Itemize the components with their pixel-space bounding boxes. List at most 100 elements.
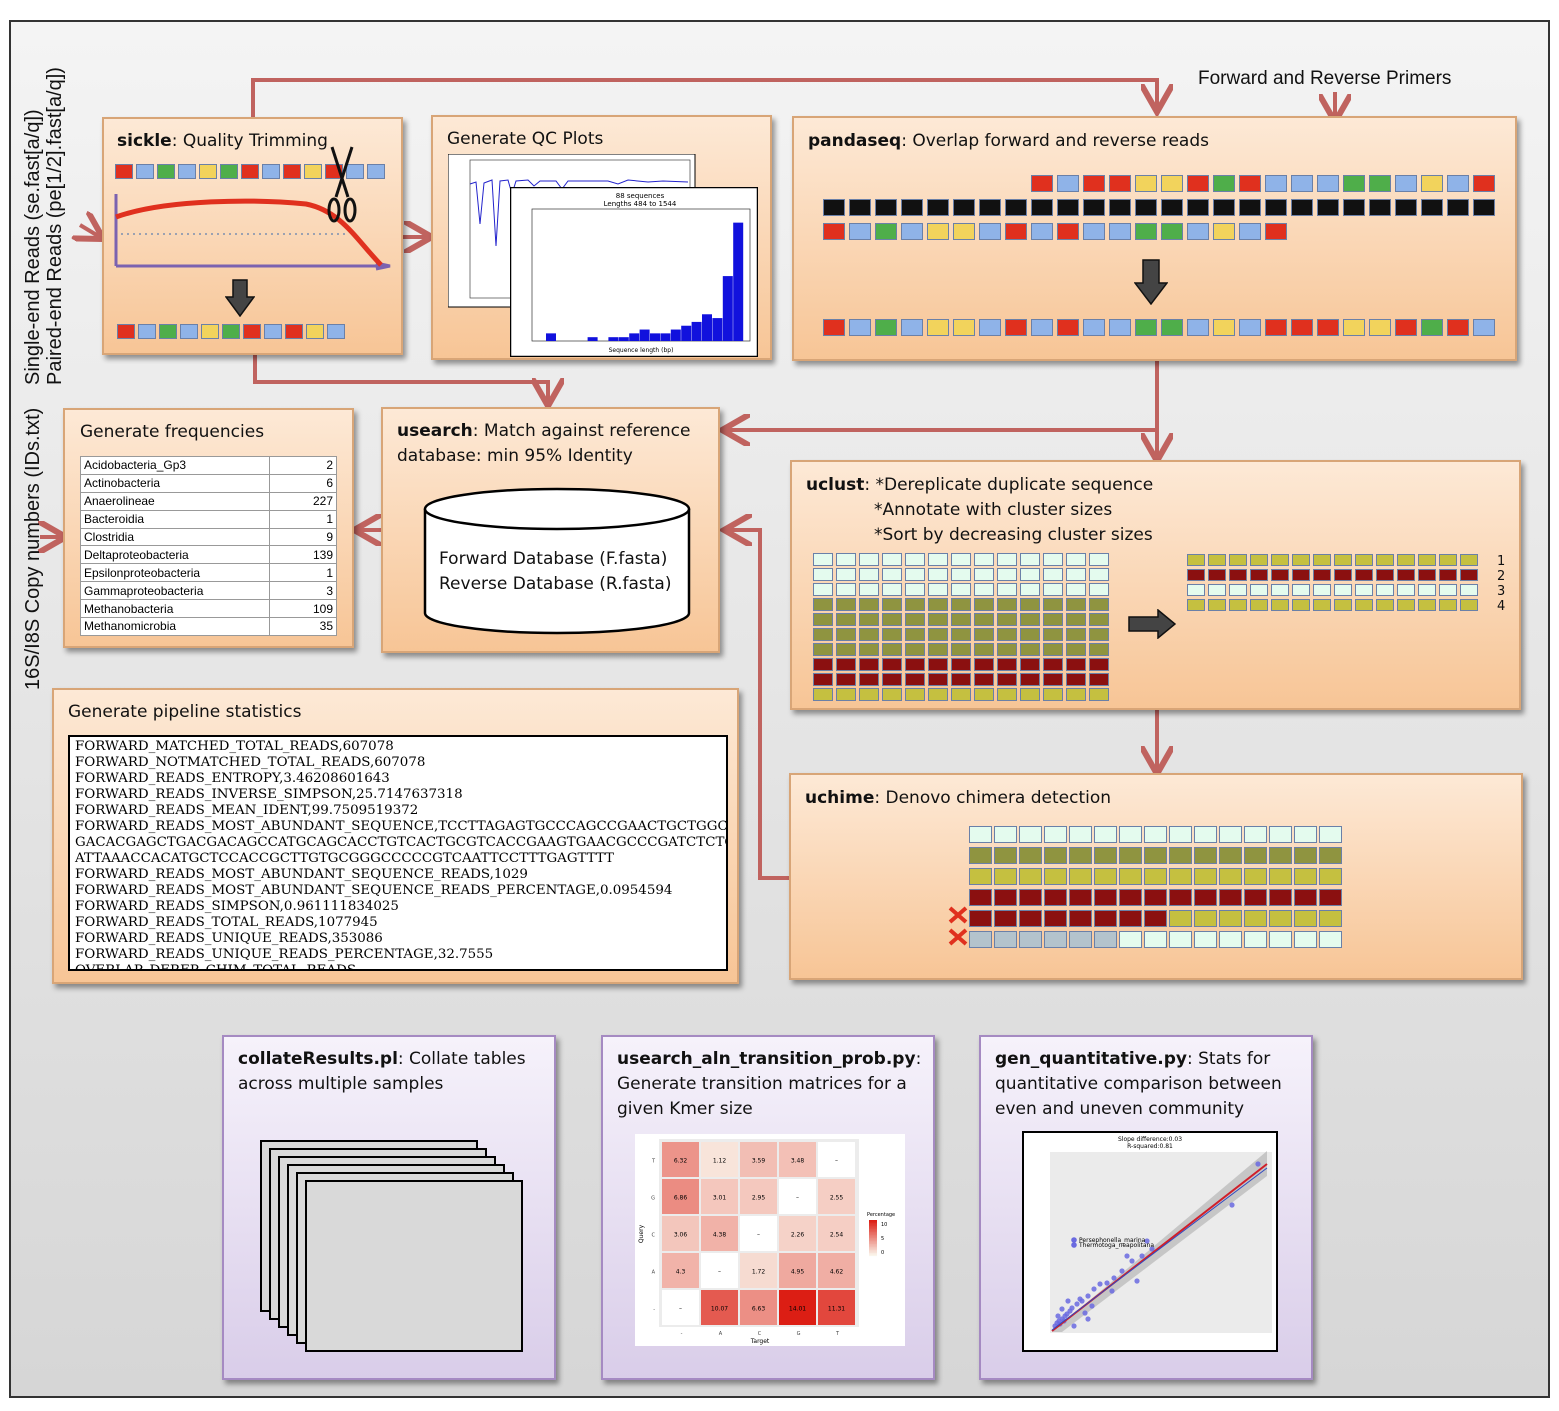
heatmap-cell bbox=[779, 1253, 816, 1288]
identity-line bbox=[1051, 1167, 1268, 1331]
heatmap-cell bbox=[701, 1179, 738, 1214]
sequence-base bbox=[1418, 554, 1436, 566]
sequence-base bbox=[1239, 199, 1261, 216]
heatmap-legend-swatch bbox=[869, 1220, 877, 1222]
sequence-base bbox=[1447, 319, 1469, 336]
heatmap-legend-tick: 5 bbox=[881, 1236, 884, 1242]
heatmap-legend-swatch bbox=[869, 1221, 877, 1224]
sequence-base bbox=[1069, 931, 1092, 948]
sequence-base bbox=[1250, 554, 1268, 566]
scissors-icon bbox=[327, 146, 357, 223]
sequence-base bbox=[117, 324, 135, 339]
heatmap-cell bbox=[818, 1216, 855, 1251]
frequencies-title: Generate frequencies bbox=[80, 422, 265, 442]
pandaseq-desc: : Overlap forward and reverse reads bbox=[901, 131, 1209, 151]
sequence-base bbox=[220, 164, 238, 179]
sequence-base bbox=[969, 910, 992, 927]
sequence-base bbox=[1019, 889, 1042, 906]
reverse-database-label: Reverse Database (R.fasta) bbox=[439, 574, 672, 594]
heatmap-value: 2.54 bbox=[830, 1232, 844, 1239]
sequence-base bbox=[1083, 319, 1105, 336]
scatter-point bbox=[1074, 1301, 1080, 1307]
sequence-base bbox=[1269, 826, 1292, 843]
histogram-bar bbox=[587, 337, 598, 341]
sequence-base bbox=[1219, 826, 1242, 843]
histogram-bar bbox=[733, 222, 744, 341]
sequence-base bbox=[1119, 868, 1142, 885]
sequence-base bbox=[1020, 583, 1040, 596]
heatmap-legend-swatch bbox=[869, 1245, 877, 1248]
stats-line: OVERLAP_DEREP_CHIM_TOTAL_READS bbox=[75, 963, 357, 971]
heatmap-value: 1.12 bbox=[713, 1158, 727, 1165]
sequence-base bbox=[367, 164, 385, 179]
stats-line: FORWARD_NOTMATCHED_TOTAL_READS,607078 bbox=[75, 755, 426, 770]
point-label: Persephonella_marina bbox=[1079, 1237, 1146, 1244]
sequence-base bbox=[1044, 931, 1067, 948]
heatmap-cell bbox=[818, 1290, 855, 1325]
sequence-base bbox=[138, 324, 156, 339]
sequence-base bbox=[969, 847, 992, 864]
collate-title: collateResults.pl: Collate tables bbox=[238, 1047, 526, 1072]
heatmap-legend-title: Percentage bbox=[867, 1212, 895, 1218]
quantitative-box: gen_quantitative.py: Stats for quantitat… bbox=[979, 1035, 1313, 1380]
scatter-point bbox=[1069, 1305, 1075, 1311]
sequence-base bbox=[859, 658, 879, 671]
heatmap-xlabel: Target bbox=[750, 1338, 770, 1345]
sequence-base bbox=[1019, 868, 1042, 885]
heatmap-value: 2.26 bbox=[791, 1232, 805, 1239]
quality-curve-plot bbox=[114, 194, 391, 271]
scatter-rsquared-label: R-squared:0.81 bbox=[1127, 1143, 1173, 1150]
sequence-base bbox=[1119, 931, 1142, 948]
sequence-base bbox=[1313, 599, 1331, 611]
sequence-base bbox=[1044, 826, 1067, 843]
sequence-base bbox=[1089, 673, 1109, 686]
heatmap-legend-swatch bbox=[869, 1244, 877, 1246]
sequence-base bbox=[1376, 584, 1394, 596]
heatmap-value: 6.86 bbox=[674, 1195, 688, 1202]
sequence-base bbox=[882, 598, 902, 611]
sequence-base bbox=[979, 223, 1001, 240]
histogram-bar bbox=[639, 329, 650, 341]
sequence-base bbox=[1194, 910, 1217, 927]
sequence-base bbox=[285, 324, 303, 339]
sequence-base bbox=[997, 643, 1017, 656]
sequence-base bbox=[1250, 569, 1268, 581]
transition-desc2: Generate transition matrices for a bbox=[617, 1074, 907, 1094]
sequence-base bbox=[1089, 613, 1109, 626]
sequence-base bbox=[1460, 599, 1478, 611]
sequence-base bbox=[928, 628, 948, 641]
heatmap-row-label: C bbox=[652, 1233, 656, 1239]
sequence-base bbox=[927, 223, 949, 240]
histogram-bar bbox=[629, 333, 640, 341]
heatmap-value: 10.07 bbox=[711, 1306, 728, 1313]
sequence-base bbox=[1213, 319, 1235, 336]
quantitative-desc2: quantitative comparison between bbox=[995, 1074, 1282, 1094]
heatmap-legend-swatch bbox=[869, 1233, 877, 1236]
uchime-desc: : Denovo chimera detection bbox=[874, 788, 1112, 808]
sequence-base bbox=[1089, 598, 1109, 611]
sequence-base bbox=[1066, 568, 1086, 581]
sequence-base bbox=[1369, 199, 1391, 216]
sequence-base bbox=[1020, 613, 1040, 626]
heatmap-legend-swatch bbox=[869, 1238, 877, 1240]
sequence-base bbox=[875, 223, 897, 240]
sequence-base bbox=[1271, 554, 1289, 566]
sequence-base bbox=[994, 889, 1017, 906]
sequence-base bbox=[974, 613, 994, 626]
sequence-base bbox=[813, 673, 833, 686]
heatmap-legend-swatch bbox=[869, 1248, 877, 1251]
heatmap-col-label: C bbox=[758, 1331, 762, 1337]
scatter-point bbox=[1255, 1161, 1261, 1167]
sequence-base bbox=[836, 568, 856, 581]
scatter-point bbox=[1091, 1286, 1097, 1292]
sequence-base bbox=[1294, 931, 1317, 948]
histogram-bar bbox=[660, 333, 671, 341]
sequence-base bbox=[1439, 599, 1457, 611]
stats-line: FORWARD_READS_MOST_ABUNDANT_SEQUENCE_REA… bbox=[75, 867, 528, 882]
sequence-base bbox=[1343, 175, 1365, 192]
sequence-base bbox=[1219, 931, 1242, 948]
sequence-base bbox=[1369, 319, 1391, 336]
sequence-base bbox=[1208, 569, 1226, 581]
